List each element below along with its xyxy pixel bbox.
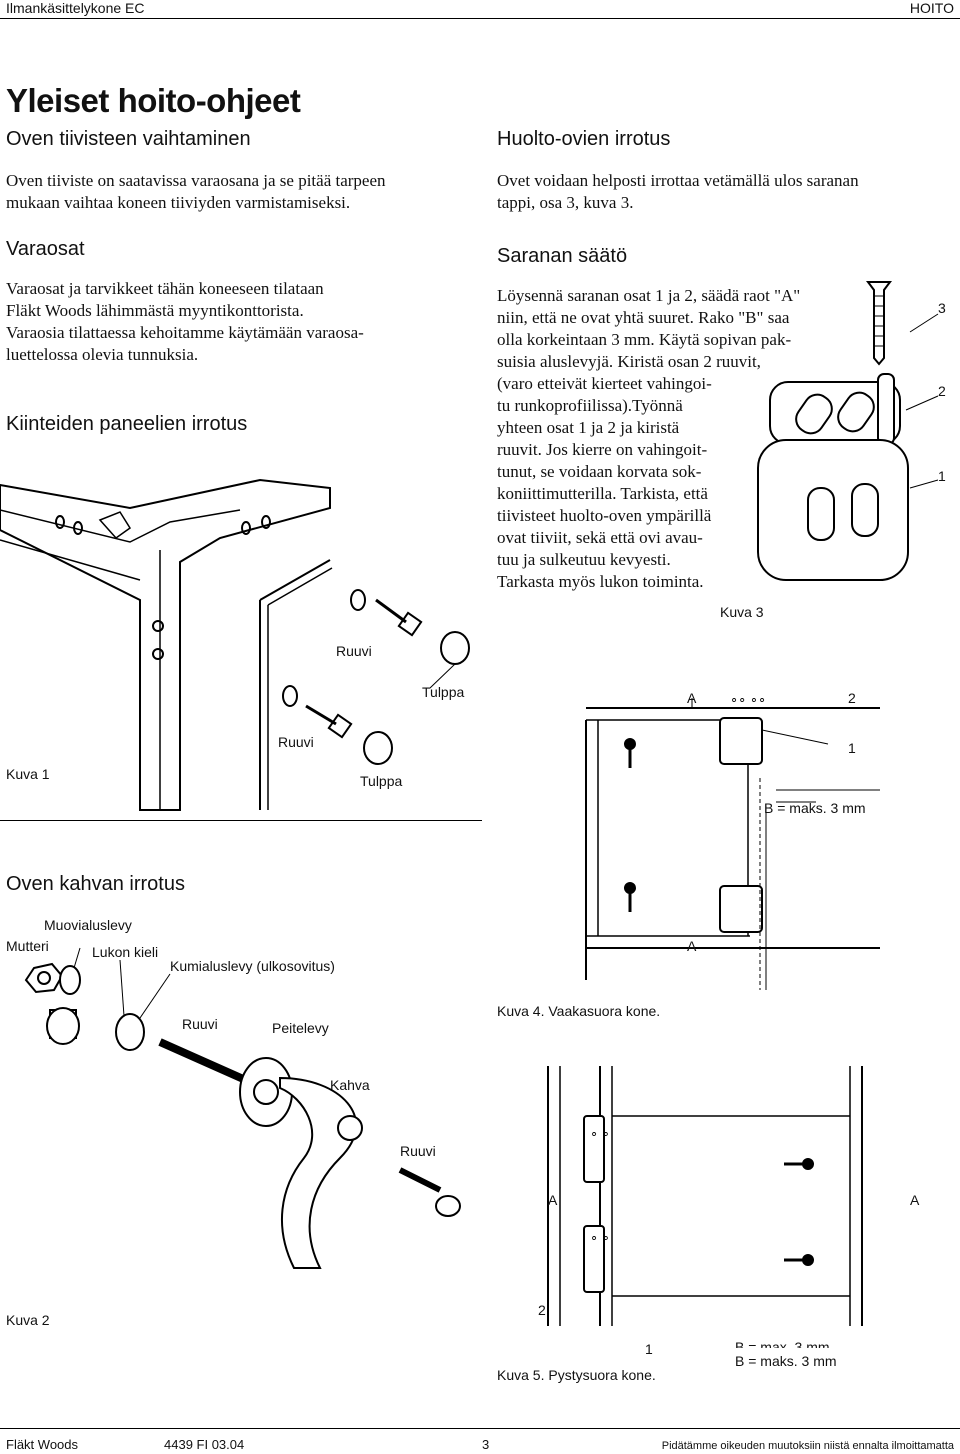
fig5-part-2-label: 2 (538, 1302, 546, 1318)
footer-notice: Pidätämme oikeuden muutoksiin niistä enn… (661, 1440, 954, 1452)
fig1-plug-label: Tulppa (422, 684, 465, 700)
text-line: ovat tiiviit, sekä että ovi avau- (497, 528, 703, 547)
fig2-screw2-label: Ruuvi (400, 1143, 436, 1159)
fig4-part-1-label: 1 (848, 740, 856, 756)
svg-text:∘∘ ∘∘: ∘∘ ∘∘ (730, 692, 766, 707)
part-1-label: 1 (938, 468, 946, 484)
text-line: Ovet voidaan helposti irrottaa vetämällä… (497, 171, 859, 190)
part-3-label: 3 (938, 300, 946, 316)
hinge-illustration (757, 281, 939, 581)
fig4-gap-label: B = maks. 3 mm (764, 800, 866, 816)
handle-heading: Oven kahvan irrotus (6, 873, 185, 895)
fig1-screw-label: Ruuvi (336, 643, 372, 659)
text-line: koniittimutterilla. Tarkista, että (497, 484, 708, 503)
figure-5-caption: Kuva 5. Pystysuora kone. (497, 1367, 656, 1383)
fig2-screw-label: Ruuvi (182, 1016, 218, 1032)
text-line: luettelossa olevia tunnuksia. (6, 345, 199, 364)
fig1-screw2-label: Ruuvi (278, 734, 314, 750)
fig2-rubber-label: Kumialuslevy (ulkosovitus) (170, 958, 335, 974)
fig5-a-right-label: A (910, 1192, 920, 1208)
text-line: Tarkasta myös lukon toiminta. (497, 572, 704, 591)
svg-text:∘ ∘: ∘ ∘ (590, 1126, 610, 1141)
text-line: Varaosat ja tarvikkeet tähän koneeseen t… (6, 279, 324, 298)
text-line: olla korkeintaan 3 mm. Käytä sopivan pak… (497, 330, 792, 349)
footer-rule (0, 1428, 960, 1429)
figure-4-caption: Kuva 4. Vaakasuora kone. (497, 1003, 661, 1019)
fig5-part-1-label: 1 (645, 1341, 653, 1357)
fig4-a-top-label: A (687, 690, 697, 706)
text-line: yhteen osat 1 ja 2 ja kiristä (497, 418, 680, 437)
spares-heading: Varaosat (6, 238, 85, 260)
fig1-plug2-label: Tulppa (360, 773, 403, 789)
fig4-a-bottom-label: A (687, 938, 697, 954)
text-line: suisia aluslevyjä. Kiristä osan 2 ruuvit… (497, 352, 761, 371)
horizontal-unit-diagram: ∘∘ ∘∘ (585, 692, 880, 990)
header-rule (0, 18, 960, 19)
page-title: Yleiset hoito-ohjeet (6, 82, 301, 119)
door-handle-illustration (24, 947, 461, 1269)
hinge-heading: Saranan säätö (497, 245, 628, 267)
text-line: tappi, osa 3, kuva 3. (497, 193, 634, 212)
panels-heading: Kiinteiden paneelien irrotus (6, 413, 248, 435)
figure-1-caption: Kuva 1 (6, 766, 50, 782)
panel-removal-illustration (0, 478, 470, 811)
fig5-gap-label: B = maks. 3 mm (735, 1353, 837, 1369)
text-line: niin, että ne ovat yhtä suuret. Rako "B"… (497, 308, 790, 327)
text-line: Fläkt Woods lähimmästä myyntikonttorista… (6, 301, 304, 320)
footer-page-number: 3 (482, 1437, 490, 1452)
fig5-gap-label-cut: B = max. 3 mm (735, 1339, 830, 1348)
fig2-nut-label: Mutteri (6, 938, 49, 954)
part-2-label: 2 (938, 383, 946, 399)
service-text: Ovet voidaan helposti irrottaa vetämällä… (497, 170, 859, 214)
text-line: tiivisteet huolto-oven ympärillä (497, 506, 712, 525)
text-line: Oven tiiviste on saatavissa varaosana ja… (6, 171, 386, 190)
text-line: tu runkoprofiilissa).Työnnä (497, 396, 683, 415)
fig5-a-left-label: A (548, 1192, 558, 1208)
fig2-cover-label: Peitelevy (272, 1020, 329, 1036)
text-line: Löysennä saranan osat 1 ja 2, säädä raot… (497, 286, 801, 305)
text-line: tunut, se voidaan korvata sok- (497, 462, 702, 481)
service-heading: Huolto-ovien irrotus (497, 128, 671, 150)
header-section: HOITO (909, 0, 954, 16)
text-line: Varaosia tilattaessa kehoitamme käytämää… (6, 323, 364, 342)
text-line: tuu ja sulkeutuu kevyesti. (497, 550, 671, 569)
text-line: mukaan vaihtaa koneen tiiviyden varmista… (6, 193, 351, 212)
hinge-text: Löysennä saranan osat 1 ja 2, säädä raot… (497, 285, 800, 593)
section-divider (0, 820, 482, 821)
seal-text: Oven tiiviste on saatavissa varaosana ja… (6, 170, 386, 214)
footer-company: Fläkt Woods (6, 1437, 79, 1452)
figure-3-caption: Kuva 3 (720, 604, 764, 620)
header-product: Ilmankäsittelykone EC (6, 0, 145, 16)
spares-text: Varaosat ja tarvikkeet tähän koneeseen t… (6, 278, 364, 366)
text-line: (varo etteivät kierteet vahingoi- (497, 374, 712, 393)
fig2-washer-label: Muovialuslevy (44, 917, 132, 933)
fig2-tongue-label: Lukon kieli (92, 944, 159, 960)
footer-doc-code: 4439 FI 03.04 (164, 1437, 245, 1452)
fig2-handle-label: Kahva (330, 1077, 370, 1093)
fig4-part-2-label: 2 (848, 690, 856, 706)
figure-2-caption: Kuva 2 (6, 1312, 50, 1328)
vertical-unit-diagram: ∘ ∘ ∘ ∘ (547, 1066, 863, 1326)
text-line: ruuvit. Jos kierre on vahingoit- (497, 440, 708, 459)
seal-heading: Oven tiivisteen vaihtaminen (6, 128, 251, 150)
svg-text:∘ ∘: ∘ ∘ (590, 1230, 610, 1245)
